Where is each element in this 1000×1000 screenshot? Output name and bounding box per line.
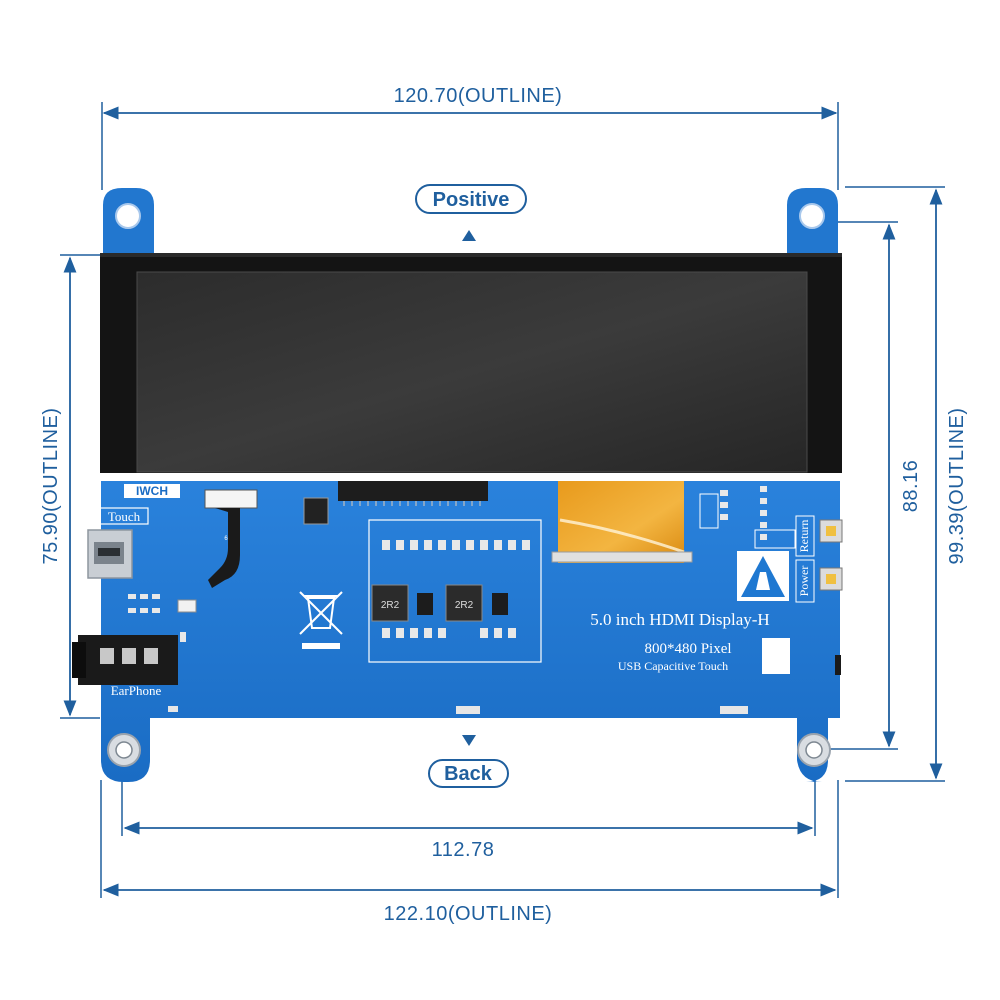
fpc-ribbon [551, 481, 693, 563]
weee-bin-icon [299, 591, 343, 635]
power-button-block[interactable]: Power [795, 559, 843, 603]
dimension-right-inner-label: 88.16 [900, 460, 922, 513]
lcd-front [100, 253, 842, 473]
earphone-jack [72, 635, 178, 685]
pcb-mounting-tabs-top [103, 188, 838, 255]
board-touch-type: USB Capacitive Touch [618, 659, 728, 673]
board-title: 5.0 inch HDMI Display-H [590, 610, 769, 629]
brand-label: IWCH [136, 484, 168, 498]
return-button-label: Return [797, 520, 811, 553]
label-pad [762, 638, 790, 674]
dimension-bottom-label: 122.10(OUTLINE) [384, 903, 553, 925]
board-resolution: 800*480 Pixel [644, 641, 731, 657]
dimension-bottom: 122.10(OUTLINE) [100, 780, 839, 925]
power-section: 2R2 2R2 [368, 519, 542, 663]
back-side-label: Back [428, 735, 509, 788]
inductor-1-label: 2R2 [381, 600, 400, 611]
front-side-label: Positive [415, 184, 527, 241]
power-button-label: Power [797, 566, 811, 597]
dimension-right-outer: 99.39(OUTLINE) [845, 186, 968, 782]
dimension-hole-spacing: 112.78 [121, 780, 816, 861]
dimension-right-inner: 88.16 [820, 221, 922, 750]
dimension-left: 75.90(OUTLINE) [40, 254, 100, 719]
up-arrow-icon [462, 230, 476, 241]
dimension-left-label: 75.90(OUTLINE) [40, 407, 62, 564]
main-ic [303, 481, 488, 525]
micro-usb-port [87, 529, 133, 579]
smd-components-right [699, 486, 796, 549]
smd-components-left [128, 594, 197, 642]
down-arrow-icon [462, 735, 476, 746]
dimension-right-outer-label: 99.39(OUTLINE) [946, 407, 968, 564]
flex-connector: 6 [204, 489, 258, 588]
pcb-back: IWCH Touch EarPhone 6 [72, 481, 843, 782]
dimension-top-label: 120.70(OUTLINE) [394, 85, 563, 107]
esd-warning-icon [737, 551, 789, 601]
inductor-2-label: 2R2 [455, 600, 474, 611]
touch-port-label: Touch [108, 509, 141, 524]
earphone-label: EarPhone [111, 683, 162, 698]
back-side-text: Back [444, 763, 493, 785]
dimension-hole-spacing-label: 112.78 [432, 839, 495, 861]
return-button-block[interactable]: Return [795, 515, 843, 557]
dimension-top: 120.70(OUTLINE) [101, 85, 839, 190]
svg-text:6: 6 [224, 536, 228, 542]
front-side-text: Positive [433, 189, 510, 211]
